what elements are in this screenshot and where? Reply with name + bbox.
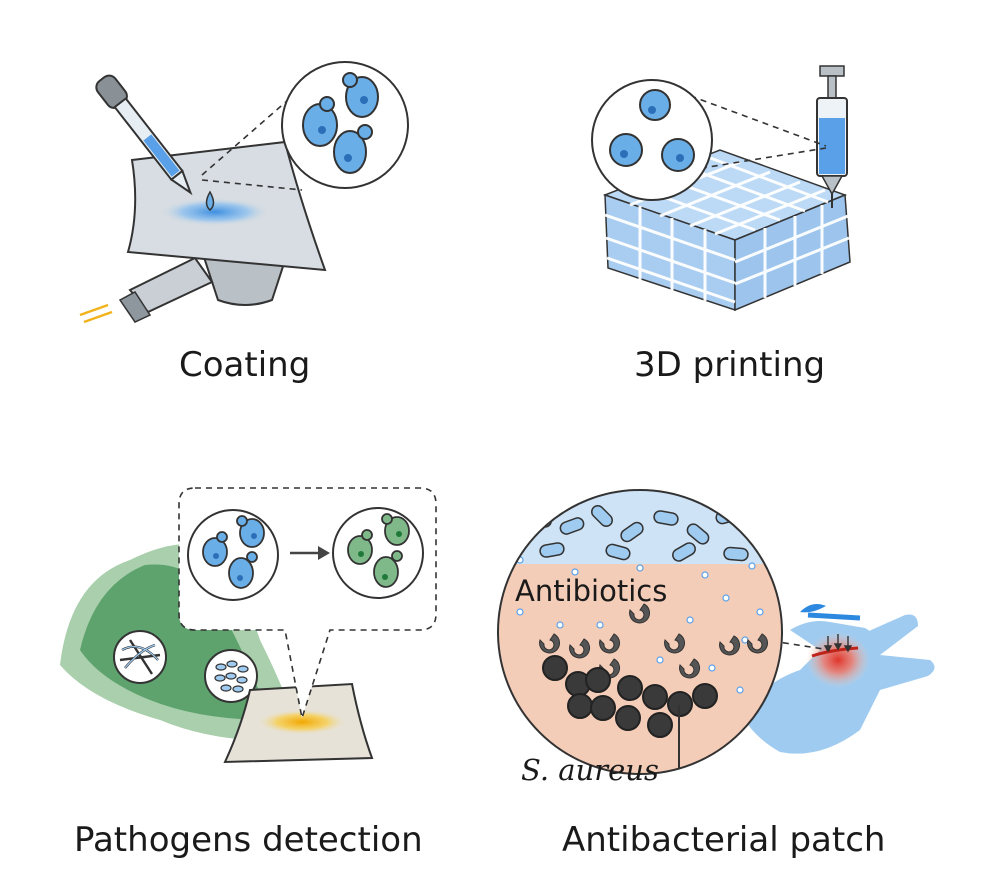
pipette-icon	[95, 74, 193, 196]
caption-coating: Coating	[179, 345, 311, 385]
arrow-right-icon	[290, 546, 330, 560]
before-circle	[187, 509, 279, 601]
patch-zoom-circle	[497, 489, 783, 775]
encapsulated-cell	[609, 133, 643, 167]
antibiotics-label: Antibiotics	[515, 574, 667, 608]
yellow-signal-spot	[256, 709, 348, 735]
after-circle	[332, 507, 424, 599]
caption-antibacterial-patch: Antibacterial patch	[562, 820, 886, 860]
caption-pathogens-detection: Pathogens detection	[74, 820, 423, 860]
patch-panel: Antibiotics S. aureus	[497, 489, 935, 787]
printing-panel	[591, 65, 851, 312]
blue-coating-spot	[160, 198, 270, 226]
yeast-cell	[333, 124, 373, 174]
detection-panel	[60, 487, 437, 764]
coating-panel	[79, 61, 409, 324]
hand-icon	[740, 604, 935, 754]
yeast-cell	[342, 72, 379, 118]
encapsulated-cell	[661, 138, 695, 172]
syringe-icon	[816, 65, 848, 208]
wound-spot	[806, 632, 870, 688]
caption-3d-printing: 3D printing	[634, 345, 826, 385]
bacteria-label: S. aureus	[521, 753, 659, 787]
droplet	[205, 190, 215, 211]
yeast-cell	[302, 96, 338, 147]
encapsulated-cell	[639, 89, 671, 121]
